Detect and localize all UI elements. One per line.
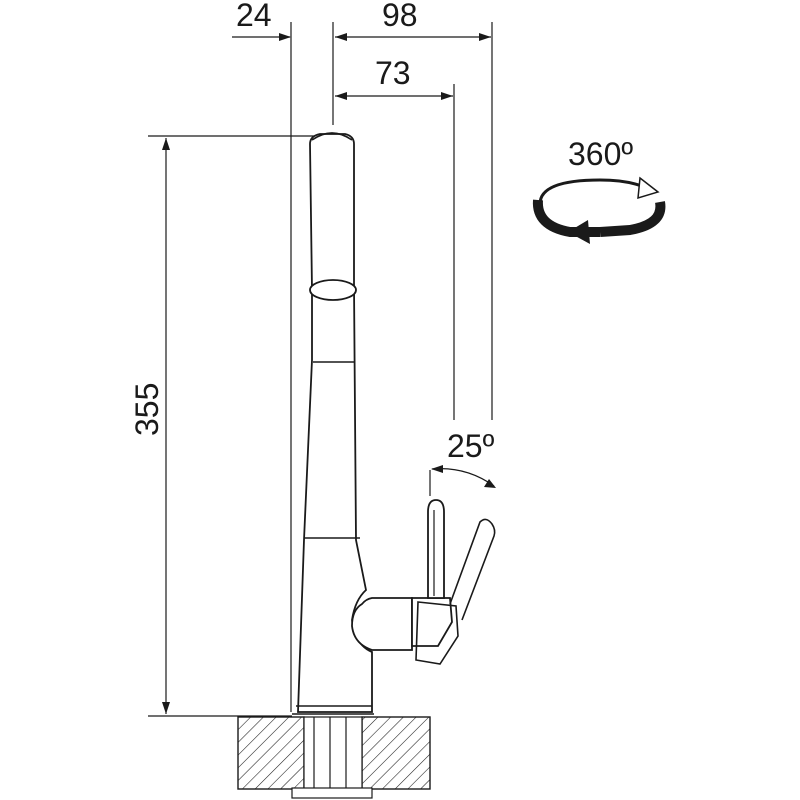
spout-head-ellipse	[309, 279, 357, 301]
dim-label-355: 355	[129, 383, 165, 436]
rotation-arc-top	[538, 178, 656, 205]
rotation-arrow-top-icon	[637, 176, 660, 200]
dim-arrow-98-right	[479, 33, 491, 41]
extension-lines	[148, 22, 493, 717]
dim-label-25: 25º	[447, 428, 495, 464]
angle-arrow-left	[431, 465, 443, 473]
lever-open	[449, 518, 496, 621]
dimension-total-reach: 98	[335, 0, 491, 41]
dimension-handle-reach: 73	[335, 55, 453, 100]
faucet-column	[297, 133, 373, 713]
rotation-arc-left	[532, 199, 600, 237]
rotation-symbol: 360º	[532, 136, 666, 244]
dim-arrow-73-left	[335, 92, 347, 100]
countertop-left	[237, 716, 305, 790]
countertop-section	[237, 716, 431, 799]
rotation-arc-right	[599, 201, 666, 237]
dim-label-24: 24	[236, 0, 272, 33]
lever-block-open	[415, 601, 459, 665]
dim-arrow-98-left	[335, 33, 347, 41]
lever-closed	[427, 499, 445, 599]
dim-label-73: 73	[375, 55, 411, 91]
angle-arrow-right	[484, 479, 496, 488]
spout-top	[311, 132, 353, 141]
dim-label-98: 98	[382, 0, 418, 33]
dim-arrow-73-right	[441, 92, 453, 100]
mounting-nut	[291, 787, 373, 799]
faucet-body	[292, 132, 374, 715]
rotation-arrow-bottom-icon	[568, 220, 590, 244]
lever-assembly	[351, 499, 496, 665]
dimension-height: 355	[129, 138, 170, 714]
angle-dimension: 25º	[429, 428, 496, 496]
dim-arrow-355-top	[162, 138, 170, 150]
dim-arrow-355-bottom	[162, 702, 170, 714]
cartridge-housing	[351, 597, 413, 651]
shank-hole	[303, 716, 363, 790]
countertop-right	[361, 716, 431, 790]
dimension-spout-offset: 24	[232, 0, 291, 41]
rotation-label: 360º	[568, 136, 633, 172]
